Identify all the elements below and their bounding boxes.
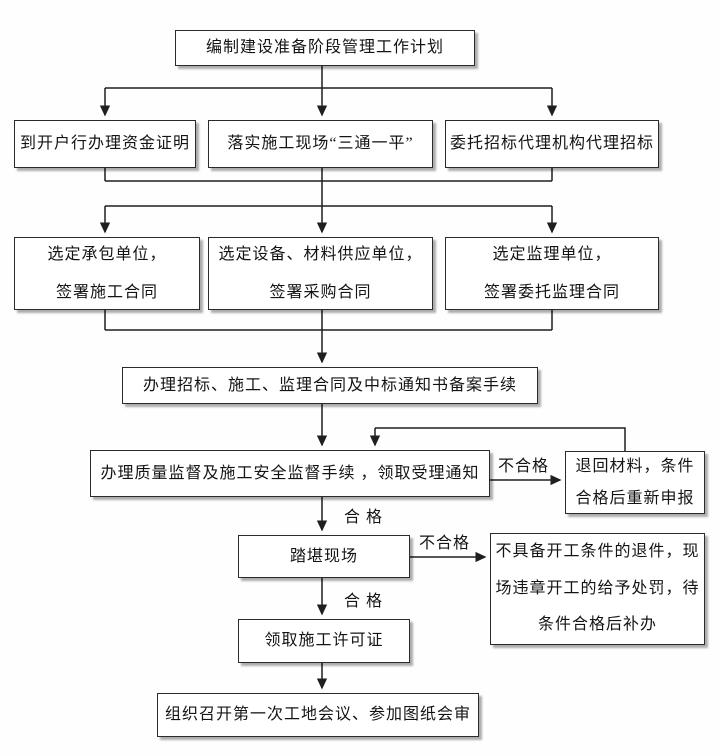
connector-row3-merge xyxy=(104,310,553,364)
edge-label-pass-mid: 合 格 xyxy=(344,593,384,610)
connector-return-loop-back xyxy=(369,427,626,451)
node-return-materials: 退回材料，条件 合格后重新申报 xyxy=(565,451,705,514)
node-prepare-plan: 编制建设准备阶段管理工作计划 xyxy=(175,30,475,66)
node-select-contractor: 选定承包单位， 签署施工合同 xyxy=(14,237,200,310)
node-first-site-meeting: 组织召开第一次工地会议、参加图纸会审 xyxy=(157,693,479,737)
node-site-three-supplies: 落实施工现场“三通一平” xyxy=(208,120,433,168)
node-bidding-agency: 委托招标代理机构代理招标 xyxy=(445,120,659,168)
node-reject-penalty: 不具备开工条件的退件，现 场违章开工的给予处罚，待 条件合格后补办 xyxy=(490,533,705,645)
connector-row2-merge-row3-split xyxy=(99,168,558,234)
node-fund-certificate: 到开户行办理资金证明 xyxy=(14,120,196,168)
node-select-supplier: 选定设备、材料供应单位， 签署采购合同 xyxy=(208,237,433,310)
node-quality-safety-supervision: 办理质量监督及施工安全监督手续 ，领取受理通知 xyxy=(90,450,490,497)
node-construction-permit: 领取施工许可证 xyxy=(238,619,410,663)
node-select-supervisor: 选定监理单位， 签署委托监理合同 xyxy=(445,237,659,310)
connector-plan-split xyxy=(99,66,558,117)
node-site-survey: 踏堪现场 xyxy=(238,535,410,578)
edge-label-pass-top: 合 格 xyxy=(344,509,384,526)
node-contract-filing: 办理招标、施工、监理合同及中标通知书备案手续 xyxy=(122,367,538,404)
edge-label-fail-top: 不合格 xyxy=(498,458,550,475)
edge-label-fail-mid: 不合格 xyxy=(419,535,471,552)
